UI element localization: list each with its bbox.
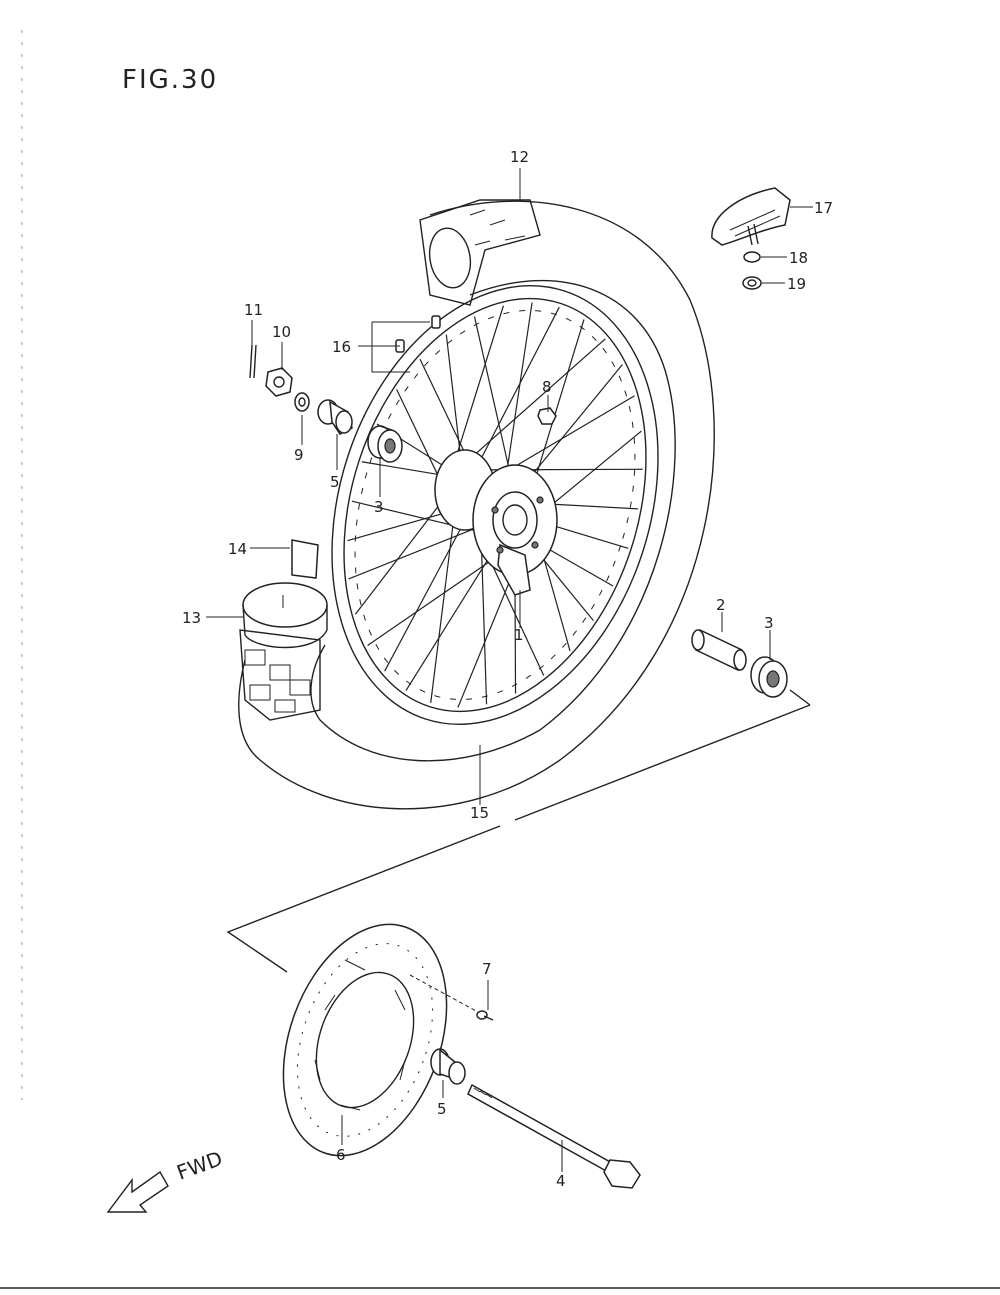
callout-labels: 12 17 18 19 11 10 16 8 9 5 3 14 13 1 2 3… bbox=[182, 148, 833, 1190]
spoke bbox=[445, 334, 463, 467]
disc-bolt bbox=[409, 974, 494, 1021]
callout-6: 6 bbox=[336, 1146, 346, 1164]
spoke bbox=[449, 305, 505, 478]
cotter-pin bbox=[249, 344, 257, 379]
callout-16: 16 bbox=[332, 338, 351, 356]
callout-11: 11 bbox=[244, 301, 263, 319]
spoke bbox=[384, 513, 470, 672]
callout-2: 2 bbox=[716, 596, 726, 614]
axle-shaft bbox=[467, 1083, 641, 1189]
callout-1: 1 bbox=[514, 626, 524, 644]
callout-19: 19 bbox=[787, 275, 806, 293]
spacer-top bbox=[317, 399, 353, 435]
callout-9: 9 bbox=[294, 446, 304, 464]
callout-5-top: 5 bbox=[330, 473, 340, 491]
callout-4: 4 bbox=[556, 1172, 566, 1190]
rim-lock-nut bbox=[537, 407, 557, 425]
callout-12: 12 bbox=[510, 148, 529, 166]
hub bbox=[434, 449, 558, 596]
spoke bbox=[361, 461, 451, 478]
brake-disc bbox=[282, 923, 448, 1157]
spoke bbox=[430, 509, 456, 703]
leader-lines bbox=[206, 168, 813, 1172]
spoke bbox=[347, 509, 456, 542]
valve-nut bbox=[742, 276, 762, 290]
callout-14: 14 bbox=[228, 540, 247, 558]
callout-3-top: 3 bbox=[374, 498, 384, 516]
tube-section bbox=[242, 539, 328, 649]
spoke bbox=[354, 494, 448, 615]
callout-13: 13 bbox=[182, 609, 201, 627]
bearing-right bbox=[750, 656, 788, 698]
castle-nut bbox=[265, 367, 293, 397]
washer bbox=[294, 392, 310, 412]
callout-5-bottom: 5 bbox=[437, 1100, 447, 1118]
rim-band bbox=[711, 187, 791, 246]
spoke bbox=[460, 338, 606, 467]
callout-15: 15 bbox=[470, 804, 489, 822]
callout-17: 17 bbox=[814, 199, 833, 217]
tire bbox=[238, 199, 715, 810]
callout-18: 18 bbox=[789, 249, 808, 267]
callout-7: 7 bbox=[482, 960, 492, 978]
callout-10: 10 bbox=[272, 323, 291, 341]
valve-washer bbox=[743, 251, 761, 263]
spoke bbox=[474, 306, 560, 471]
callout-3-right: 3 bbox=[764, 614, 774, 632]
spacer-bottom bbox=[430, 1048, 466, 1085]
axle-spacer bbox=[691, 628, 747, 672]
spoke bbox=[405, 536, 503, 691]
figure-title: FIG.30 bbox=[122, 65, 218, 95]
callout-8: 8 bbox=[542, 378, 552, 396]
forward-arrow-icon bbox=[106, 1170, 169, 1213]
bearing-top bbox=[367, 425, 403, 463]
forward-label: FWD bbox=[174, 1146, 226, 1185]
assembly-outline bbox=[226, 689, 811, 973]
